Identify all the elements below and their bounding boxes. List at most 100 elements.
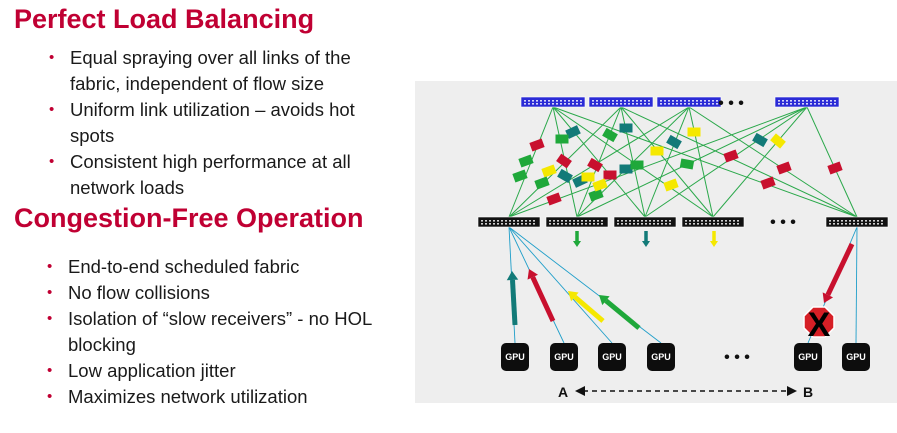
gpu-icon: GPU xyxy=(794,343,822,371)
switch-port xyxy=(778,103,780,105)
switch-port xyxy=(601,220,603,222)
switch-port xyxy=(721,220,723,222)
switch-port xyxy=(593,223,595,225)
switch-port xyxy=(857,223,859,225)
switch-port xyxy=(833,220,835,222)
switch-port xyxy=(645,220,647,222)
gpu-body xyxy=(501,343,529,371)
switch-port xyxy=(629,220,631,222)
switch-port xyxy=(688,103,690,105)
switch-port xyxy=(645,223,647,225)
switch-port xyxy=(822,100,824,102)
gpu-body xyxy=(794,343,822,371)
switch-port xyxy=(485,220,487,222)
switch-port xyxy=(865,220,867,222)
fabric-link xyxy=(552,106,858,218)
fabric-link xyxy=(688,106,714,218)
switch-port xyxy=(524,103,526,105)
bullet-text: Maximizes network utilization xyxy=(68,386,308,407)
arrow-icon xyxy=(572,231,582,247)
switch-port xyxy=(596,103,598,105)
arrow-head xyxy=(572,241,582,247)
gpu-icon: GPU xyxy=(550,343,578,371)
bullet-text: No flow collisions xyxy=(68,282,210,303)
switch-port xyxy=(661,223,663,225)
switch-port xyxy=(525,220,527,222)
switch-port xyxy=(877,223,879,225)
switch-port xyxy=(826,100,828,102)
switch-port xyxy=(604,103,606,105)
switch-body xyxy=(613,216,677,228)
switch-port xyxy=(705,220,707,222)
switch-port xyxy=(565,223,567,225)
packet-icon xyxy=(752,132,768,148)
packet-icon xyxy=(827,161,843,175)
switch-port xyxy=(668,100,670,102)
gpu-label: GPU xyxy=(602,352,622,362)
switch-port xyxy=(628,103,630,105)
bullet-text: Low application jitter xyxy=(68,360,236,381)
switch-port xyxy=(794,100,796,102)
flow-arrows xyxy=(506,231,855,330)
bullet-item: • End-to-end scheduled fabric xyxy=(44,254,414,280)
switch-port xyxy=(592,100,594,102)
switch-port xyxy=(620,100,622,102)
switch-port xyxy=(612,103,614,105)
switch-port xyxy=(600,103,602,105)
arrow-head xyxy=(709,241,719,247)
packet-icon xyxy=(512,169,528,183)
switch-port xyxy=(561,223,563,225)
switch-port xyxy=(593,220,595,222)
switch-port xyxy=(552,103,554,105)
switch-port xyxy=(664,100,666,102)
switch-port xyxy=(632,103,634,105)
arrow-icon xyxy=(527,269,556,323)
switch-port xyxy=(644,103,646,105)
switch-body xyxy=(681,216,745,228)
switch-port xyxy=(581,220,583,222)
switch-port xyxy=(505,220,507,222)
packet-icon xyxy=(529,138,545,152)
gpu-icon: GPU xyxy=(647,343,675,371)
fabric-link xyxy=(644,106,808,218)
gpu-icon: GPU xyxy=(598,343,626,371)
switch-port xyxy=(528,103,530,105)
switch-port xyxy=(497,220,499,222)
switch-port xyxy=(532,103,534,105)
switch-port xyxy=(689,220,691,222)
switch-port xyxy=(641,223,643,225)
bullet-item: •Isolation of “slow receivers” - no HOL … xyxy=(44,306,414,358)
switch-port xyxy=(637,223,639,225)
switch-port xyxy=(861,220,863,222)
switch-port xyxy=(786,100,788,102)
gpu-label: GPU xyxy=(798,352,818,362)
packet-icon xyxy=(592,178,608,192)
switch-port xyxy=(684,100,686,102)
packet-icon xyxy=(541,164,557,178)
switch-port xyxy=(693,223,695,225)
switch-port xyxy=(849,223,851,225)
packet-icon xyxy=(587,157,603,173)
switch-port xyxy=(517,220,519,222)
switch-port xyxy=(569,223,571,225)
switch-port xyxy=(632,100,634,102)
bullet-dot: • xyxy=(49,153,55,170)
switch-port xyxy=(544,100,546,102)
host-link xyxy=(508,226,613,344)
switch-port xyxy=(873,220,875,222)
switch-body xyxy=(656,96,722,108)
packet-icon xyxy=(760,176,776,190)
arrow-head xyxy=(599,295,610,306)
switch-port xyxy=(556,100,558,102)
bullet-text: End-to-end scheduled fabric xyxy=(68,256,300,277)
switch-port xyxy=(572,103,574,105)
bullet-dot: • xyxy=(47,258,53,275)
switch-port xyxy=(553,223,555,225)
switch-body xyxy=(825,216,889,228)
switch-port xyxy=(853,220,855,222)
switch-port xyxy=(641,220,643,222)
switch-port xyxy=(669,220,671,222)
packet-icon xyxy=(679,158,695,170)
switch-port xyxy=(553,220,555,222)
